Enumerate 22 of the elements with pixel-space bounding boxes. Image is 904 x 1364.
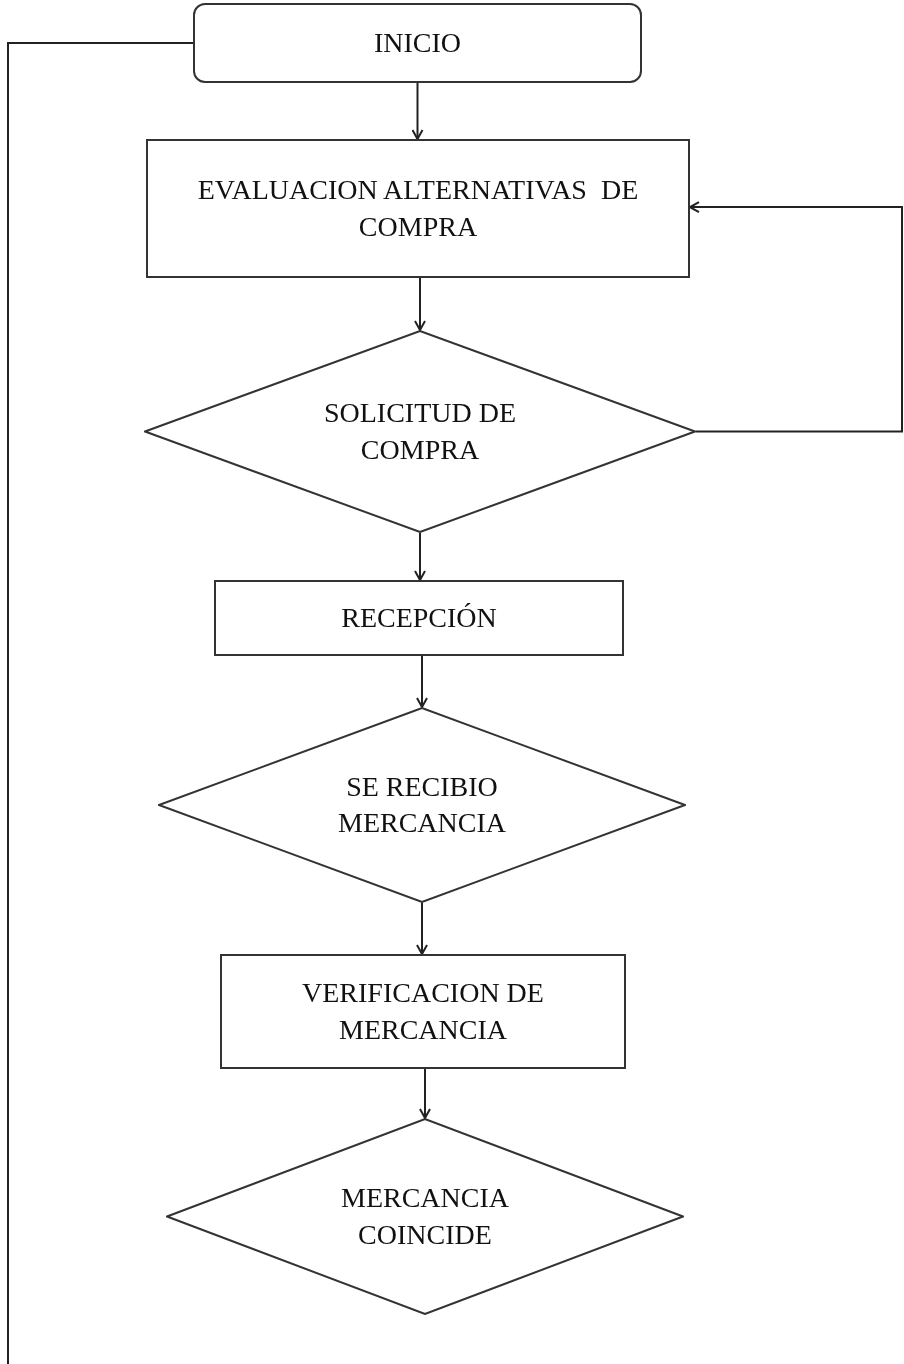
decision-diamond [166, 1118, 684, 1315]
arrow [419, 1068, 431, 1119]
arrow [414, 277, 426, 331]
node-label: VERIFICACION DE MERCANCIA [301, 976, 545, 1047]
arrow [414, 532, 426, 581]
process-box [220, 954, 626, 1069]
decision-diamond [144, 330, 696, 533]
node-label: MERCANCIA COINCIDE [340, 1181, 510, 1252]
arrow [416, 902, 428, 955]
node-label: INICIO [373, 25, 462, 60]
node-label: EVALUACION ALTERNATIVAS DE COMPRA [196, 173, 640, 244]
node-label: RECEPCIÓN [341, 600, 497, 635]
start-terminal [193, 3, 642, 83]
arrow [689, 201, 903, 433]
connector-line [7, 42, 194, 1364]
process-box [214, 580, 624, 656]
arrow [416, 655, 428, 708]
node-label: SOLICITUD DE COMPRA [322, 396, 518, 467]
process-box [146, 139, 690, 278]
node-label: SE RECIBIO MERCANCIA [337, 769, 507, 840]
arrow [411, 82, 424, 140]
decision-diamond [158, 707, 686, 903]
